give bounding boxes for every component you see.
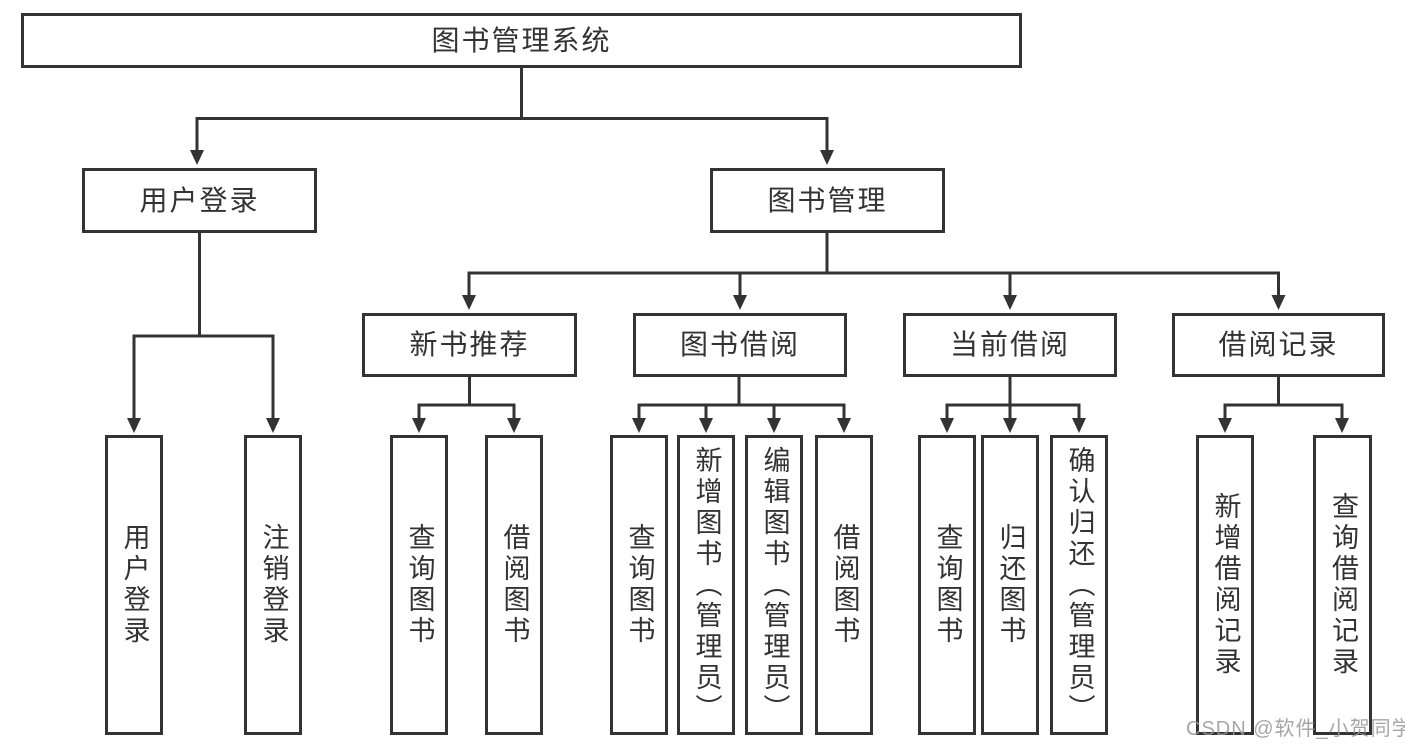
- leaf-br-add-record-label: 新增借阅记录: [1210, 492, 1241, 678]
- leaf-bb-add-book-admin: 新增图书（管理员）: [677, 435, 735, 735]
- leaf-cb-return-book: 归还图书: [981, 435, 1039, 735]
- leaf-nbr-borrow-book: 借阅图书: [485, 435, 543, 735]
- leaf-cb-confirm-return-admin: 确认归还（管理员）: [1050, 435, 1108, 735]
- arrowhead: [1003, 418, 1017, 433]
- arrowhead: [940, 418, 954, 433]
- connector-current-borrow-children: [940, 377, 1086, 433]
- node-current-borrow: 当前借阅: [903, 313, 1117, 377]
- node-book-borrow: 图书借阅: [633, 313, 847, 377]
- arrowhead: [507, 418, 521, 433]
- node-user-login: 用户登录: [82, 168, 317, 233]
- leaf-user-login: 用户登录: [105, 435, 163, 735]
- connector-book-management-children: [462, 233, 1286, 310]
- connector-book-borrow-children: [632, 377, 851, 433]
- leaf-bb-borrow-book-label: 借阅图书: [829, 523, 860, 647]
- leaf-nbr-query-book-label: 查询图书: [404, 523, 435, 647]
- node-book-borrow-label: 图书借阅: [679, 329, 800, 360]
- leaf-cb-query-book: 查询图书: [918, 435, 976, 735]
- leaf-bb-query-book: 查询图书: [610, 435, 668, 735]
- arrowhead: [1072, 418, 1086, 433]
- connector-new-book-recommend-children: [412, 377, 521, 433]
- arrowhead: [1335, 418, 1349, 433]
- leaf-bb-add-book-admin-label: 新增图书（管理员）: [691, 445, 722, 725]
- arrowhead: [1218, 418, 1232, 433]
- leaf-bb-edit-book-admin-label: 编辑图书（管理员）: [759, 445, 790, 725]
- node-book-management-label: 图书管理: [767, 184, 888, 216]
- leaf-cb-confirm-return-admin-label: 确认归还（管理员）: [1064, 445, 1095, 725]
- leaf-br-query-record: 查询借阅记录: [1313, 435, 1372, 735]
- arrowhead: [767, 418, 781, 433]
- node-new-book-recommend-label: 新书推荐: [409, 329, 530, 360]
- node-root: 图书管理系统: [21, 13, 1022, 68]
- node-current-borrow-label: 当前借阅: [949, 329, 1070, 360]
- leaf-nbr-borrow-book-label: 借阅图书: [499, 523, 530, 647]
- leaf-logout-label: 注销登录: [258, 523, 289, 647]
- node-book-management: 图书管理: [710, 168, 945, 233]
- arrowhead: [1271, 295, 1286, 310]
- leaf-user-login-label: 用户登录: [119, 523, 150, 647]
- arrowhead: [632, 418, 646, 433]
- node-user-login-label: 用户登录: [139, 184, 260, 216]
- node-new-book-recommend: 新书推荐: [362, 313, 577, 377]
- leaf-bb-borrow-book: 借阅图书: [815, 435, 873, 735]
- leaf-logout: 注销登录: [244, 435, 302, 735]
- leaf-bb-edit-book-admin: 编辑图书（管理员）: [745, 435, 803, 735]
- csdn-watermark: CSDN @软件_小贺同学: [1186, 718, 1405, 740]
- connector-user-login-children: [127, 233, 280, 433]
- leaf-bb-query-book-label: 查询图书: [624, 523, 655, 647]
- node-borrow-record: 借阅记录: [1172, 313, 1385, 377]
- leaf-br-query-record-label: 查询借阅记录: [1328, 492, 1358, 678]
- arrowhead: [266, 418, 280, 433]
- arrowhead: [1003, 295, 1017, 310]
- leaf-br-add-record: 新增借阅记录: [1196, 435, 1254, 735]
- arrowhead: [837, 418, 851, 433]
- arrowhead: [412, 418, 426, 433]
- leaf-nbr-query-book: 查询图书: [390, 435, 448, 735]
- node-root-label: 图书管理系统: [431, 24, 612, 56]
- arrowhead: [127, 418, 141, 433]
- arrowhead: [462, 295, 476, 310]
- arrowhead: [699, 418, 713, 433]
- leaf-cb-query-book-label: 查询图书: [932, 523, 963, 647]
- connector-borrow-record-children: [1218, 377, 1349, 433]
- node-borrow-record-label: 借阅记录: [1218, 329, 1339, 360]
- arrowhead: [820, 150, 834, 165]
- connector-root-to-level2: [190, 68, 834, 165]
- leaf-cb-return-book-label: 归还图书: [995, 523, 1026, 647]
- arrowhead: [733, 295, 747, 310]
- arrowhead: [190, 150, 204, 165]
